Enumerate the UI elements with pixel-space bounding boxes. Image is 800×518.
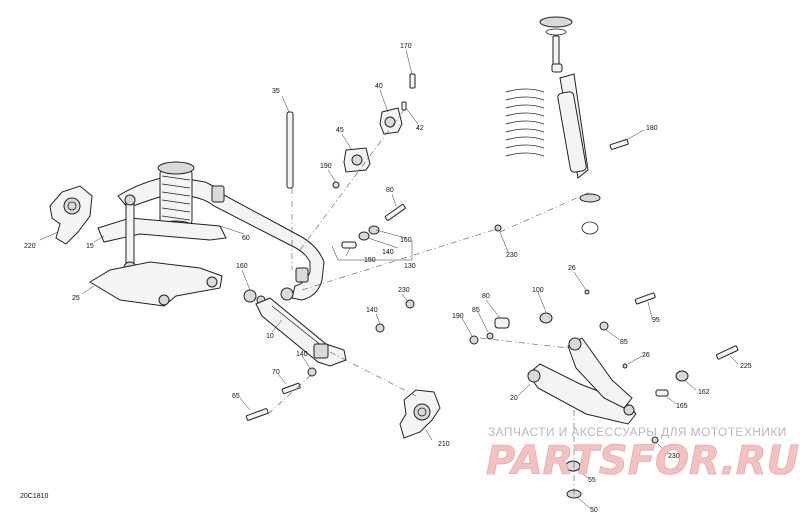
trailing-arm-bushing bbox=[280, 287, 294, 301]
callout-225: 225 bbox=[740, 363, 752, 370]
callout-162: 162 bbox=[698, 389, 710, 396]
assembly-line-7 bbox=[479, 337, 569, 349]
nut-85-right bbox=[486, 332, 494, 340]
callout-190-right: 190 bbox=[452, 313, 464, 320]
callout-190: 190 bbox=[320, 163, 332, 170]
nut-140-lower bbox=[307, 367, 317, 377]
callout-50: 50 bbox=[590, 507, 598, 514]
diagram-code: 20C1810 bbox=[20, 493, 49, 500]
callout-40: 40 bbox=[375, 83, 383, 90]
callout-180: 180 bbox=[646, 125, 658, 132]
callout-80: 80 bbox=[386, 187, 394, 194]
pin-26-lower bbox=[622, 363, 628, 369]
callout-25: 25 bbox=[72, 295, 80, 302]
callout-210: 210 bbox=[438, 441, 450, 448]
nut-230-right bbox=[651, 436, 659, 444]
upper-control-arm-left bbox=[97, 217, 227, 243]
nut-42 bbox=[401, 101, 407, 111]
bolt-225 bbox=[716, 345, 739, 360]
callout-220: 220 bbox=[24, 243, 36, 250]
nut-85-right-2 bbox=[599, 321, 609, 331]
stabilizer-bushing-right bbox=[295, 267, 309, 283]
rear-knuckle-left bbox=[49, 185, 93, 245]
nut-190-right bbox=[469, 335, 479, 345]
callout-230-lower: 230 bbox=[668, 453, 680, 460]
callout-140-mid: 140 bbox=[366, 307, 378, 314]
callout-140: 140 bbox=[382, 249, 394, 256]
callout-70: 70 bbox=[272, 369, 280, 376]
callout-160-mid: 160 bbox=[236, 263, 248, 270]
callout-230: 230 bbox=[398, 287, 410, 294]
lower-control-arm-right bbox=[527, 363, 637, 425]
callout-140-low: 140 bbox=[296, 351, 308, 358]
bushing-160 bbox=[243, 289, 257, 303]
callout-165: 165 bbox=[676, 403, 688, 410]
shock-spring-assembly bbox=[494, 16, 629, 235]
rear-knuckle-right bbox=[399, 389, 441, 439]
callout-80-right: 80 bbox=[482, 293, 490, 300]
callout-160: 160 bbox=[400, 237, 412, 244]
pin-26 bbox=[584, 289, 590, 295]
lower-arm-bushing-rear bbox=[206, 276, 218, 288]
callout-45: 45 bbox=[336, 127, 344, 134]
callout-95: 95 bbox=[652, 317, 660, 324]
watermark-logo: PARTSFOR.RU bbox=[486, 438, 799, 484]
bushing-162 bbox=[675, 370, 689, 382]
callout-85: 85 bbox=[472, 307, 480, 314]
callout-10: 10 bbox=[266, 333, 274, 340]
stabilizer-bushing-left bbox=[211, 185, 225, 203]
assembly-line-5 bbox=[499, 191, 591, 233]
bolt-70 bbox=[281, 382, 301, 395]
callout-230-right: 230 bbox=[506, 252, 518, 259]
assembly-line-8 bbox=[267, 375, 311, 415]
hardware-group-130 bbox=[341, 203, 406, 249]
assembly-line-4 bbox=[329, 351, 417, 397]
callout-130: 130 bbox=[404, 263, 416, 270]
stabilizer-link-left bbox=[123, 194, 137, 275]
nut-190 bbox=[332, 181, 340, 189]
washer-100 bbox=[539, 312, 553, 324]
callout-55: 55 bbox=[588, 477, 596, 484]
assembly-line-2 bbox=[299, 109, 405, 251]
bolt-65 bbox=[245, 408, 269, 421]
assembly-line-3 bbox=[301, 227, 501, 291]
callout-labels: 170 40 42 35 45 190 80 160 140 150 130 6… bbox=[24, 43, 752, 514]
upper-control-arm-right bbox=[567, 337, 633, 409]
callout-150: 150 bbox=[364, 257, 376, 264]
bolt-170 bbox=[409, 73, 416, 89]
rod-35 bbox=[281, 95, 294, 189]
callout-15: 15 bbox=[86, 243, 94, 250]
lower-arm-bushing bbox=[158, 294, 170, 306]
washer-165 bbox=[655, 389, 669, 397]
callout-60: 60 bbox=[242, 235, 250, 242]
bushing-80 bbox=[494, 317, 510, 329]
callout-170: 170 bbox=[400, 43, 412, 50]
callout-20: 20 bbox=[510, 395, 518, 402]
callout-65: 65 bbox=[232, 393, 240, 400]
callout-35: 35 bbox=[272, 88, 280, 95]
callout-42: 42 bbox=[416, 125, 424, 132]
cap-55 bbox=[565, 460, 581, 472]
nut-140 bbox=[375, 323, 385, 333]
watermark-tagline: ЗАПЧАСТИ И АКСЕССУАРЫ ДЛЯ МОТОТЕХНИКИ bbox=[488, 425, 787, 439]
callout-100: 100 bbox=[532, 287, 544, 294]
bolt-95 bbox=[634, 292, 656, 305]
callout-26: 26 bbox=[568, 265, 576, 272]
lower-control-arm-left bbox=[89, 261, 223, 307]
callout-85-right: 85 bbox=[620, 339, 628, 346]
leader-lines bbox=[39, 49, 739, 509]
callout-26-lower: 26 bbox=[642, 352, 650, 359]
